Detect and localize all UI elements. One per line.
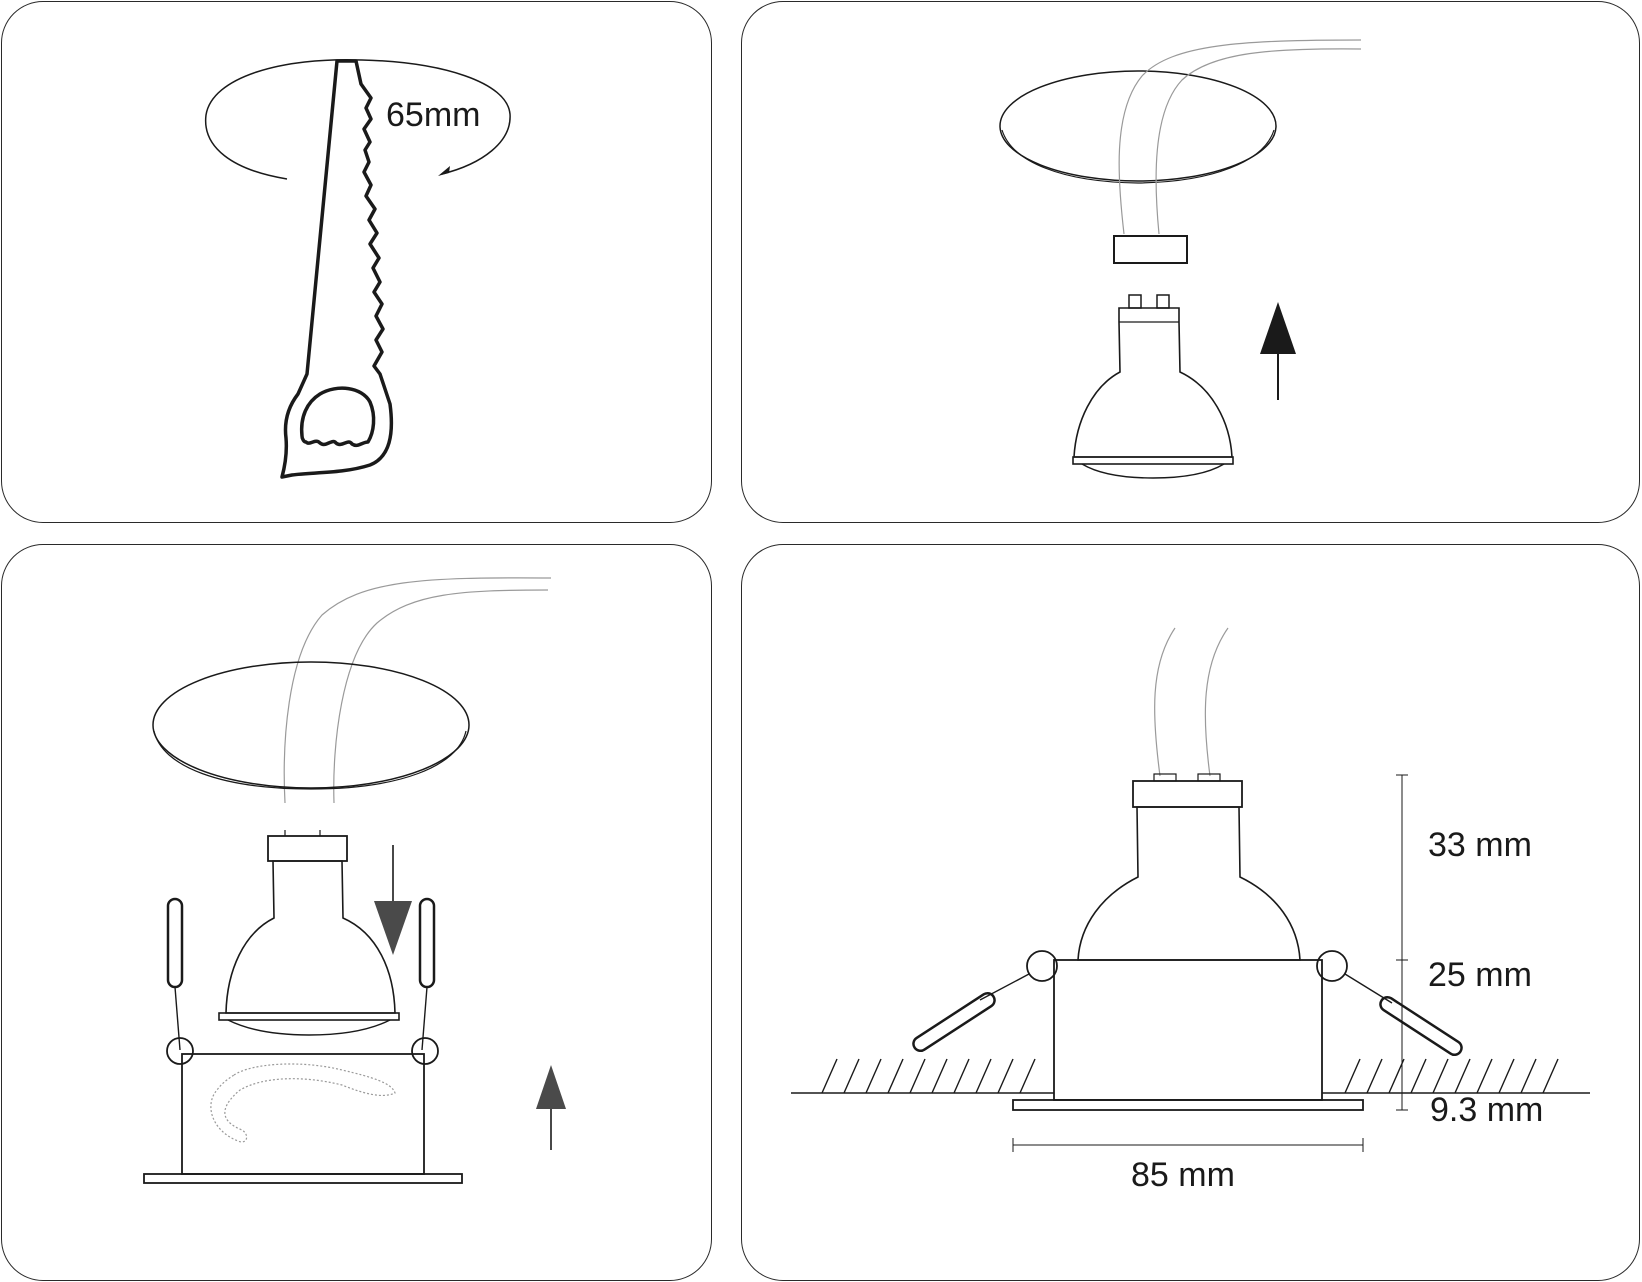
fitting-trim-plate (143, 1173, 463, 1184)
spring-pivot-right (411, 1037, 439, 1065)
spring-wire-left (174, 986, 181, 1051)
spring-clip-left (912, 991, 996, 1053)
internal-cable-sketch (210, 1063, 396, 1143)
cable-right (333, 589, 549, 804)
fitting-housing (1053, 959, 1323, 1101)
cable-left (283, 577, 552, 804)
saw-handle-hole (299, 386, 376, 448)
fitting-assembly-diagram (143, 577, 566, 1184)
cable-left (1118, 39, 1362, 235)
lamp-face (227, 1019, 391, 1036)
spring-clip-right (418, 897, 436, 989)
lamp-connector (267, 835, 348, 862)
ceiling-opening-rim (153, 730, 467, 790)
ceiling-opening-rim (1001, 129, 1275, 184)
lamp-lens (1072, 456, 1234, 465)
cable-right (1204, 627, 1229, 777)
ceiling-opening (152, 661, 470, 789)
connector-tab-right (1197, 773, 1221, 782)
lamp-lens (218, 1012, 400, 1021)
gu10-lamp-icon (225, 860, 396, 1014)
spring-wire-right (421, 986, 428, 1051)
step-4-panel: 33 mm 25 mm 9.3 mm 85 mm (741, 544, 1640, 1281)
ceiling-opening (999, 70, 1277, 182)
spring-pivot-left (1026, 950, 1058, 982)
dimension-label-top: 33 mm (1428, 826, 1532, 864)
lamp-pin-right (1156, 294, 1170, 309)
rotation-arrow-head (438, 166, 450, 176)
spring-wire-left (979, 973, 1030, 1001)
saw-diagram: 65mm (204, 58, 511, 479)
spring-pivot-left (166, 1037, 194, 1065)
fitting-housing (181, 1053, 425, 1175)
lamp-connection-diagram (999, 39, 1362, 479)
lamp-connector (1113, 235, 1188, 264)
gu10-lamp-icon (1077, 806, 1301, 961)
step-2-panel (741, 1, 1640, 523)
down-arrow-icon (374, 901, 412, 955)
ceiling-hatch-left (821, 1058, 1036, 1094)
lamp-pin-left (1128, 294, 1142, 309)
dimension-label-bottom: 9.3 mm (1430, 1091, 1543, 1129)
ceiling-hatch-right (1344, 1058, 1559, 1094)
rotation-path (204, 58, 511, 180)
up-arrow-icon (536, 1065, 566, 1109)
saw-icon (280, 59, 394, 479)
connector-tab-left (1153, 773, 1177, 782)
dimension-label-width: 85 mm (1131, 1156, 1235, 1194)
gu10-lamp-icon (1073, 307, 1233, 458)
up-arrow-icon (1260, 302, 1296, 354)
spring-clip-right (1379, 995, 1463, 1057)
cable-right (1155, 48, 1362, 235)
spring-pivot-right (1316, 950, 1348, 982)
lamp-face (1081, 463, 1225, 479)
step-1-panel: 65mm (1, 1, 712, 523)
step-3-panel (1, 544, 712, 1281)
hole-diameter-label: 65mm (386, 96, 480, 134)
lamp-connector (1132, 780, 1243, 808)
cable-left (1154, 627, 1176, 777)
dimension-label-middle: 25 mm (1428, 956, 1532, 994)
dimensions-diagram: 33 mm 25 mm 9.3 mm 85 mm (791, 627, 1590, 1194)
spring-clip-left (166, 897, 184, 989)
fitting-trim-plate (1012, 1099, 1364, 1111)
